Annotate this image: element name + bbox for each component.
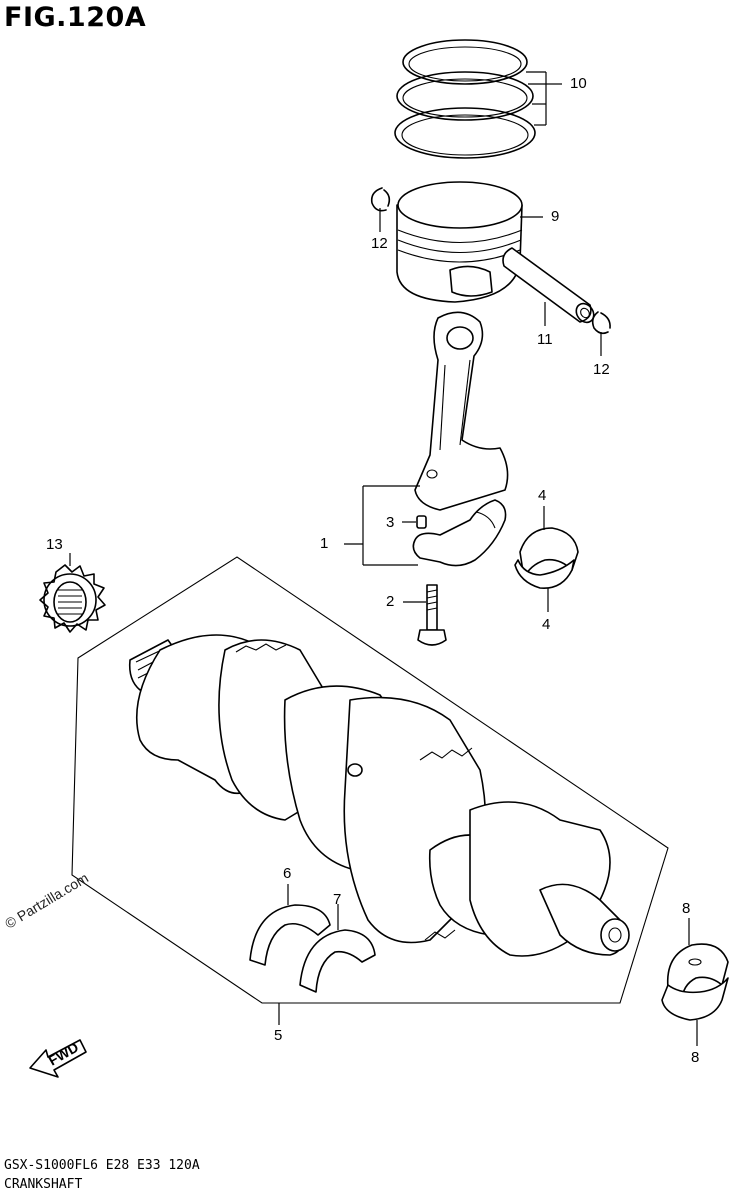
- main-bearing-part[interactable]: [661, 943, 729, 1021]
- circlip-left-part[interactable]: [370, 187, 391, 212]
- callout-6: 6: [283, 865, 292, 882]
- callout-leaders: [69, 71, 698, 1046]
- callout-10: 10: [570, 75, 587, 92]
- section-name: CRANKSHAFT: [4, 1177, 83, 1192]
- callout-8-bottom: 8: [691, 1049, 700, 1066]
- callout-9: 9: [551, 208, 560, 225]
- figure-title: FIG.120A: [4, 2, 147, 33]
- piston-rings-part[interactable]: [394, 39, 536, 159]
- callout-4-top: 4: [538, 487, 547, 504]
- callout-11: 11: [537, 331, 553, 348]
- crankshaft-assembly-outline: [71, 556, 669, 1004]
- crank-gear-part[interactable]: [39, 564, 106, 633]
- callout-3: 3: [386, 514, 395, 531]
- rod-bolt-part[interactable]: [417, 584, 447, 646]
- forward-direction-arrow: FWD: [29, 1039, 87, 1078]
- callout-13: 13: [46, 536, 63, 553]
- callout-5: 5: [274, 1027, 283, 1044]
- thrust-washer-7-part[interactable]: [299, 929, 376, 993]
- callout-12-right: 12: [593, 361, 610, 378]
- connecting-rod-part[interactable]: [412, 311, 509, 567]
- callout-8-top: 8: [682, 900, 691, 917]
- callout-2: 2: [386, 593, 395, 610]
- circlip-right-part[interactable]: [591, 311, 611, 335]
- crankshaft-part[interactable]: [128, 634, 630, 957]
- rod-bearing-part[interactable]: [514, 527, 579, 589]
- callout-1: 1: [320, 535, 329, 552]
- piston-pin-part[interactable]: [502, 247, 597, 326]
- callout-12-left: 12: [371, 235, 388, 252]
- callout-7: 7: [333, 891, 342, 908]
- callout-4-bottom: 4: [542, 616, 551, 633]
- thrust-washer-6-part[interactable]: [249, 904, 331, 966]
- model-code: GSX-S1000FL6 E28 E33 120A: [4, 1158, 200, 1173]
- piston-part[interactable]: [396, 181, 523, 303]
- dowel-pin-part[interactable]: [416, 515, 427, 529]
